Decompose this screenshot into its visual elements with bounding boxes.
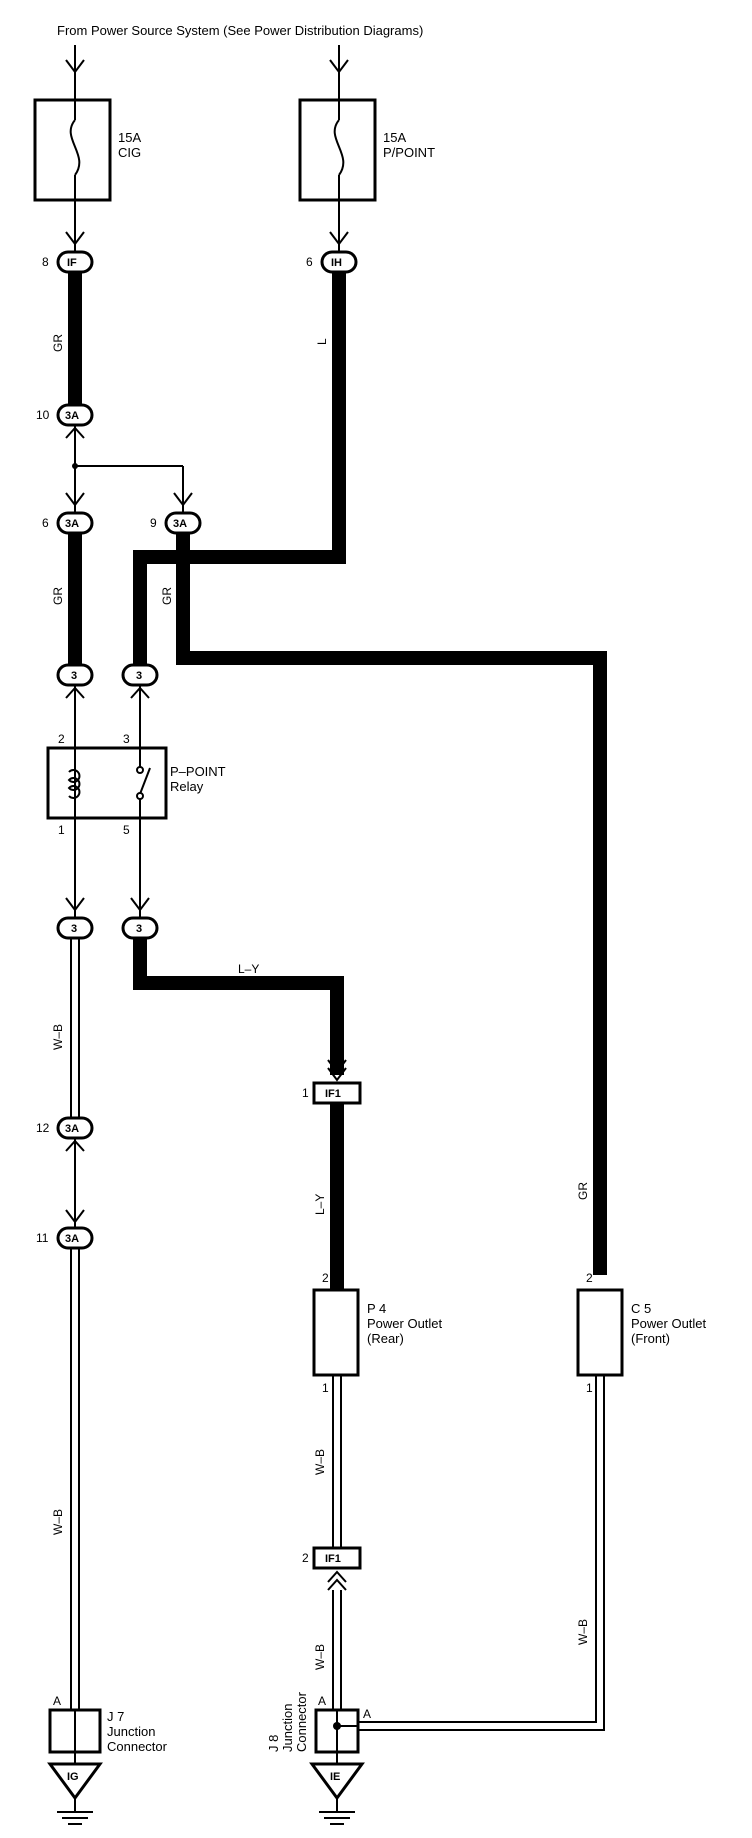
connector-if1-2 — [312, 1546, 362, 1570]
fuse-cig — [33, 98, 112, 202]
fuse-ppoint-name: P/POINT — [383, 145, 435, 160]
wire-gr-3-label: GR — [160, 587, 174, 605]
outlet-c5-code: C 5 — [631, 1301, 651, 1316]
relay-pin-top-left: 2 — [58, 732, 65, 746]
junction-j8-line2: Connector — [294, 1691, 309, 1752]
ground-ie — [309, 1752, 365, 1825]
wire-l-1 — [133, 270, 346, 670]
outlet-c5-pin-top: 2 — [586, 1271, 593, 1285]
outlet-p4-line2: (Rear) — [367, 1331, 404, 1346]
junction-j8-splice — [333, 1722, 341, 1730]
connector-3a-12-pin: 12 — [36, 1121, 50, 1135]
connector-3a-10-code: 3A — [65, 410, 79, 422]
ground-ig — [47, 1752, 103, 1825]
relay-pin-top-right: 3 — [123, 732, 130, 746]
connector-if-8 — [56, 250, 94, 274]
connector-3a-11-code: 3A — [65, 1233, 79, 1245]
connector-if1-1-pin: 1 — [302, 1086, 309, 1100]
wire-wb-3 — [332, 1375, 342, 1548]
junction-j7-line2: Connector — [107, 1739, 168, 1754]
splice-point — [72, 463, 78, 469]
connector-3a-9-code: 3A — [173, 518, 187, 530]
connector-if1-2-pin: 2 — [302, 1551, 309, 1565]
wire-ly-2-label: L–Y — [313, 1194, 327, 1215]
relay-connector-bottom-right-code: 3 — [136, 923, 142, 935]
connector-3a-6-code: 3A — [65, 518, 79, 530]
connector-3a-11 — [56, 1226, 94, 1250]
relay-p-point — [46, 746, 168, 820]
junction-j7-pin: A — [53, 1694, 61, 1708]
ground-ie-code: IE — [330, 1771, 340, 1783]
input-arrow-cig — [65, 45, 85, 100]
junction-j8-pin-right: A — [363, 1707, 371, 1721]
connector-if-8-code: IF — [67, 257, 77, 269]
outlet-p4-pin-bottom: 1 — [322, 1381, 329, 1395]
connector-if-8-pin: 8 — [42, 255, 49, 269]
wire-gr-1-label: GR — [51, 334, 65, 352]
wire-gr-4-label: GR — [576, 1182, 590, 1200]
connector-3a-9-pin: 9 — [150, 516, 157, 530]
junction-j8-line1: Junction — [280, 1704, 295, 1752]
wire-wb-2 — [70, 1248, 80, 1710]
wire-wb-5-label: W–B — [576, 1619, 590, 1645]
outlet-c5-pin-bottom: 1 — [586, 1381, 593, 1395]
outlet-c5-line1: Power Outlet — [631, 1316, 707, 1331]
fuse-ppoint-rating: 15A — [383, 130, 406, 145]
connector-if1-2-code: IF1 — [325, 1553, 341, 1565]
outlet-c5 — [576, 1288, 624, 1377]
relay-pin-bottom-right: 5 — [123, 823, 130, 837]
wire-l-1-label: L — [315, 338, 329, 345]
outlet-p4 — [312, 1288, 360, 1377]
connector-3a-12-code: 3A — [65, 1123, 79, 1135]
wire-ly-1-label: L–Y — [238, 962, 259, 976]
connector-ih-6 — [320, 250, 358, 274]
connector-if1-1-code: IF1 — [325, 1088, 341, 1100]
wire-wb-5 — [358, 1375, 605, 1731]
source-note: From Power Source System (See Power Dist… — [57, 23, 423, 38]
relay-name-line2: Relay — [170, 779, 204, 794]
ground-ig-code: IG — [67, 1771, 79, 1783]
relay-connector-top-right-code: 3 — [136, 670, 142, 682]
wire-ly-1 — [133, 938, 344, 1075]
connector-ih-6-code: IH — [331, 257, 342, 269]
connector-3a-10-pin: 10 — [36, 408, 50, 422]
outlet-p4-code: P 4 — [367, 1301, 386, 1316]
connector-3a-6-pin: 6 — [42, 516, 49, 530]
relay-connector-bottom-left — [56, 916, 94, 940]
relay-connector-top-left-code: 3 — [71, 670, 77, 682]
relay-connector-bottom-left-code: 3 — [71, 923, 77, 935]
outlet-p4-pin-top: 2 — [322, 1271, 329, 1285]
relay-pin-bottom-left: 1 — [58, 823, 65, 837]
junction-j7-line1: Junction — [107, 1724, 155, 1739]
fuse-cig-rating: 15A — [118, 130, 141, 145]
wire-wb-4 — [332, 1590, 342, 1710]
wire-gr-2-label: GR — [51, 587, 65, 605]
connector-3a-11-pin: 11 — [36, 1231, 49, 1245]
outlet-p4-line1: Power Outlet — [367, 1316, 443, 1331]
wire-wb-4-label: W–B — [313, 1644, 327, 1670]
input-arrow-ppoint — [329, 45, 349, 100]
relay-name-line1: P–POINT — [170, 764, 226, 779]
junction-j7-code: J 7 — [107, 1709, 124, 1724]
wire-wb-3-label: W–B — [313, 1449, 327, 1475]
wire-wb-1 — [70, 938, 80, 1118]
wire-gr-3 — [176, 533, 607, 1275]
junction-j8-pin-top: A — [318, 1694, 326, 1708]
connector-ih-6-pin: 6 — [306, 255, 313, 269]
junction-j8-code: J 8 — [266, 1735, 281, 1752]
fuse-cig-name: CIG — [118, 145, 141, 160]
wire-wb-1-label: W–B — [51, 1024, 65, 1050]
outlet-c5-line2: (Front) — [631, 1331, 670, 1346]
wire-wb-2-label: W–B — [51, 1509, 65, 1535]
fuse-ppoint — [298, 98, 377, 202]
